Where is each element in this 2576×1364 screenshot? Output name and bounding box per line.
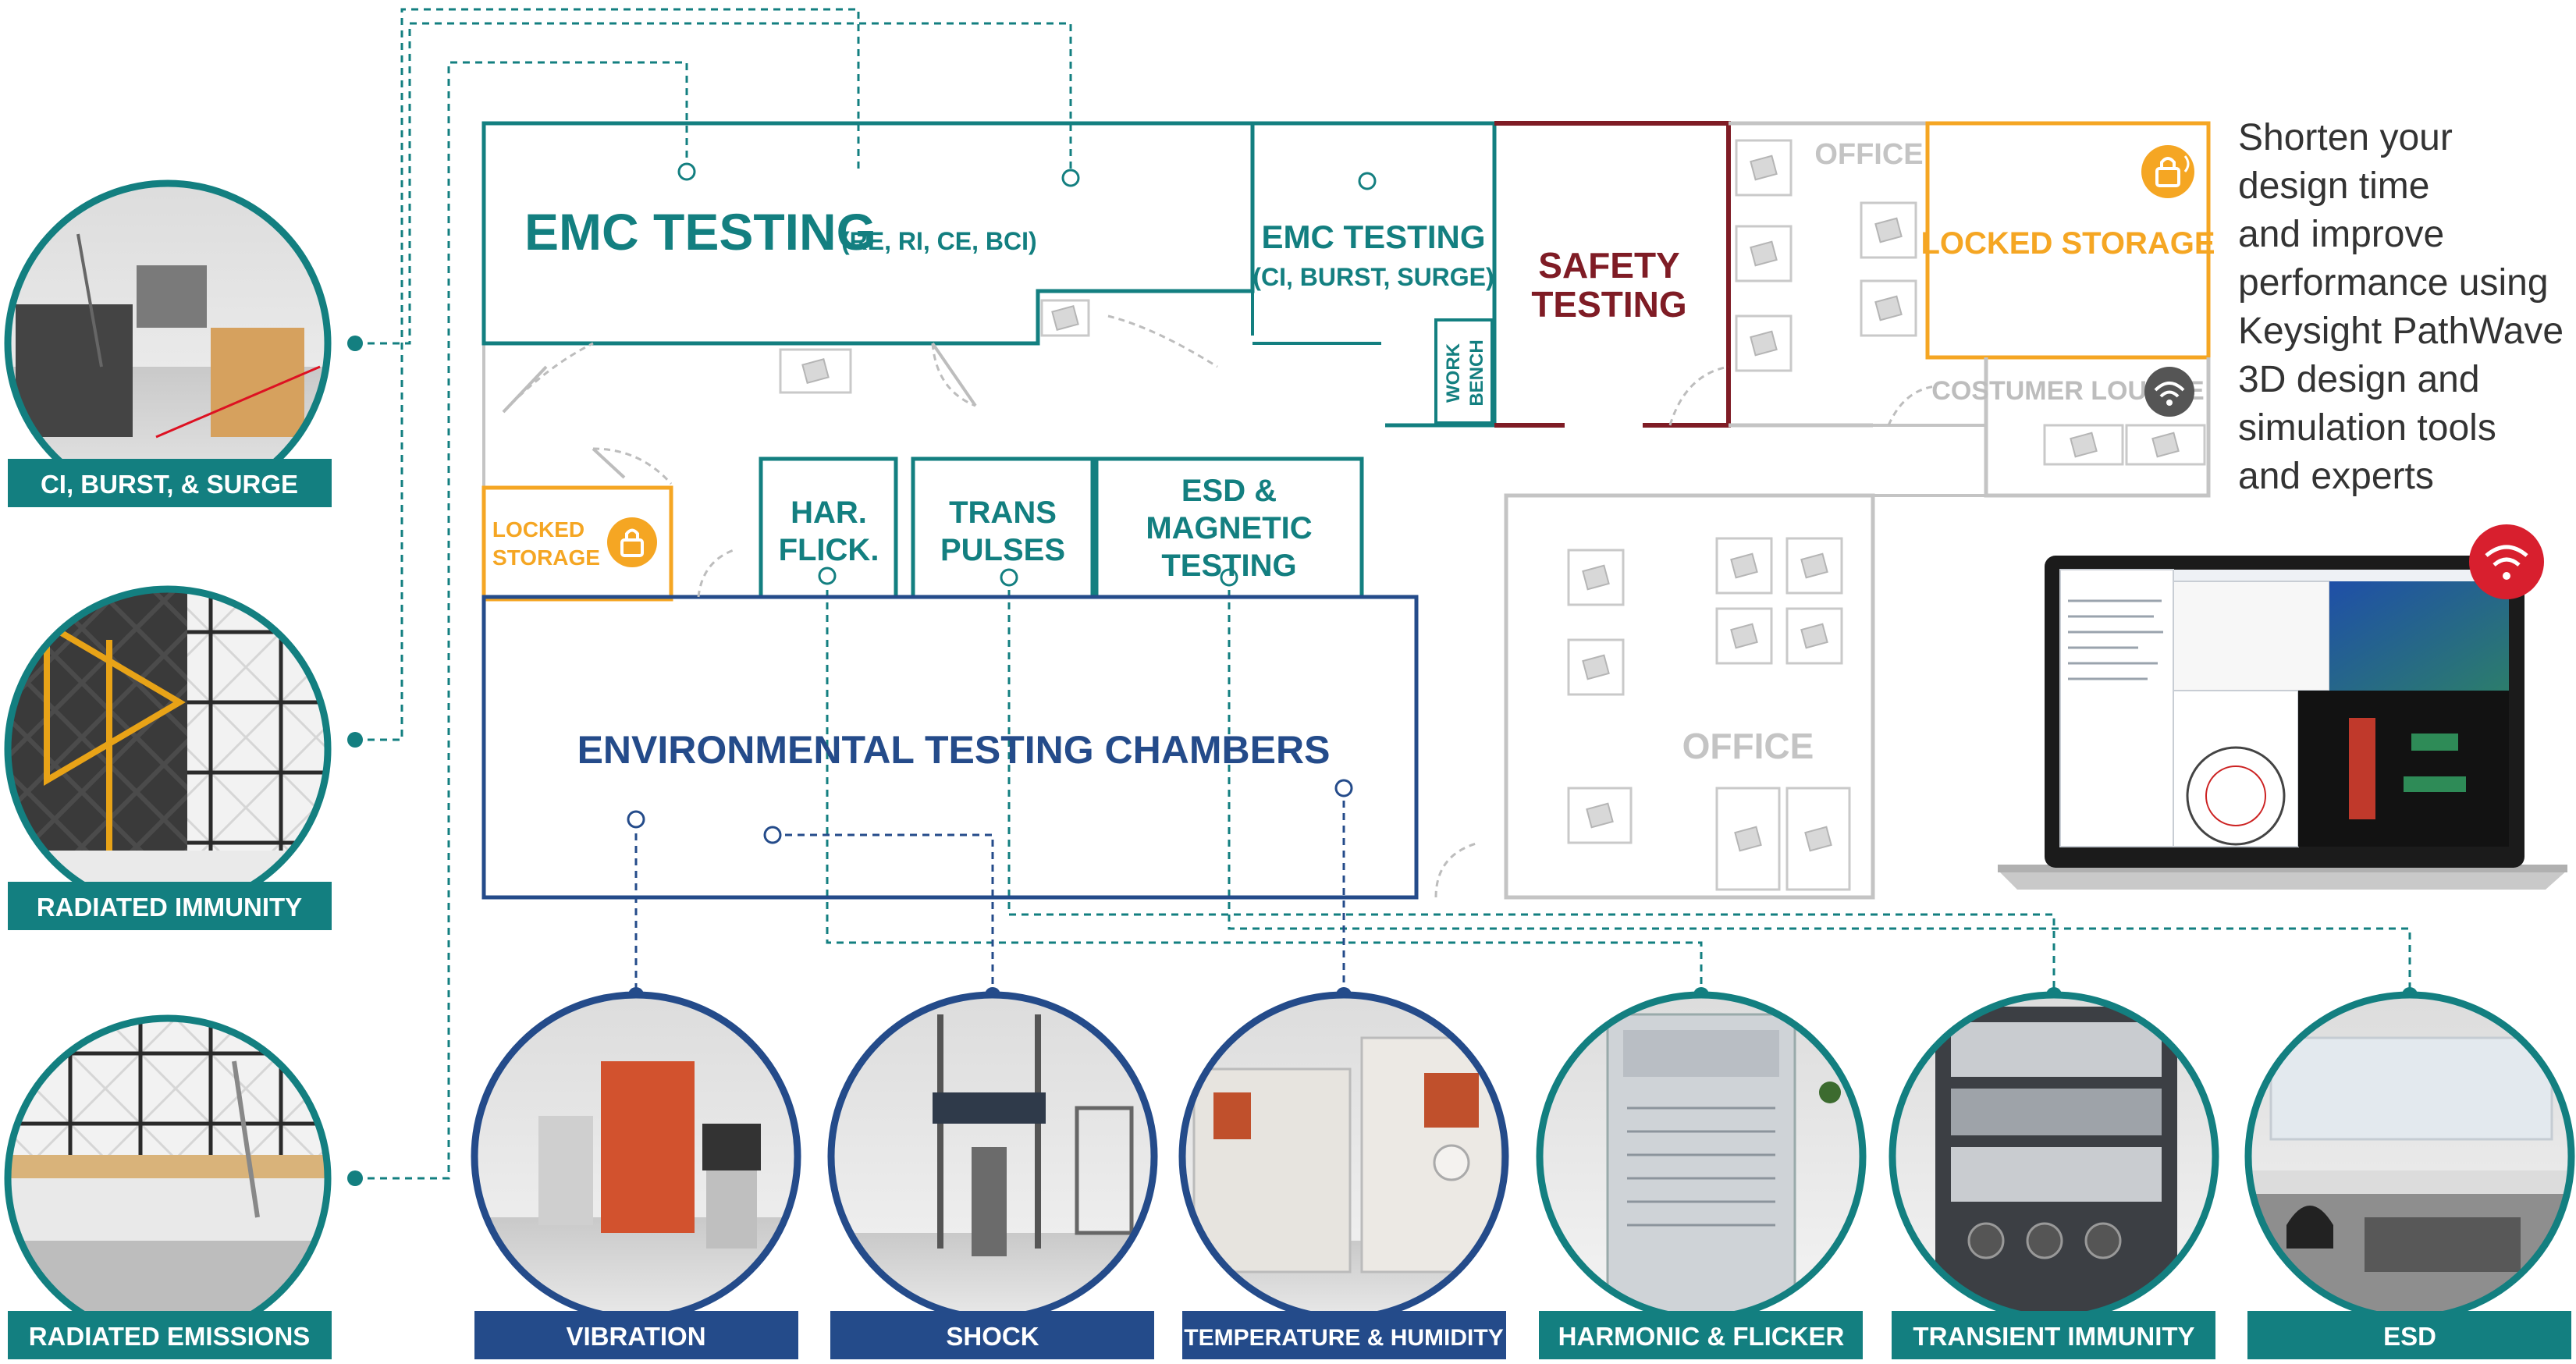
laptop-illustration: [1998, 524, 2567, 890]
esd-line3: TESTING: [1161, 549, 1296, 583]
chair: [1800, 552, 1828, 579]
emc-ci-title: EMC TESTING: [1261, 218, 1485, 255]
chair: [1582, 654, 1610, 680]
label-radiated-immunity: RADIATED IMMUNITY: [37, 893, 302, 922]
photo-shock: [827, 991, 1158, 1322]
locked-storage-left-line2: STORAGE: [492, 545, 600, 570]
locked-storage-left-line1: LOCKED: [492, 517, 584, 542]
chair: [2151, 432, 2180, 458]
furniture: [779, 139, 2206, 891]
chair: [2070, 432, 2098, 458]
trans-pulses-line2: PULSES: [940, 533, 1065, 567]
room-locked-storage-top: [1925, 121, 2211, 360]
label-esd: ESD: [2383, 1322, 2436, 1351]
safety-line2: TESTING: [1531, 284, 1686, 325]
esd-line2: MAGNETIC: [1146, 511, 1312, 545]
label-radiated-emissions: RADIATED EMISSIONS: [29, 1322, 311, 1351]
photo-radiated-immunity: [4, 585, 332, 913]
desk: [1040, 299, 1090, 337]
note-line: and improve: [2238, 214, 2445, 255]
esd-line1: ESD &: [1181, 474, 1277, 508]
photo-vibration: [471, 991, 801, 1322]
label-harmonic-flicker: HARMONIC & FLICKER: [1558, 1322, 1845, 1351]
label-shock: SHOCK: [946, 1322, 1039, 1351]
photo-labels: CI, BURST, & SURGE RADIATED IMMUNITY RAD…: [8, 459, 2571, 1359]
chair: [1730, 552, 1758, 579]
chair: [1730, 623, 1758, 649]
connector-radiated-emissions: [355, 61, 688, 1180]
desk: [2043, 424, 2124, 466]
emc-main-title: EMC TESTING: [524, 203, 876, 261]
chair: [1734, 826, 1762, 852]
lock-icon: [2141, 145, 2194, 198]
connector-ci-burst-surge: [355, 22, 1072, 345]
desk: [1735, 314, 1793, 372]
office-top-title: OFFICE: [1814, 138, 1923, 171]
chair: [1874, 217, 1903, 243]
label-temperature-humidity: TEMPERATURE & HUMIDITY: [1184, 1325, 1503, 1351]
room-work-bench: [1434, 318, 1494, 424]
note-line: Keysight PathWave: [2238, 311, 2564, 352]
chair: [1804, 826, 1832, 852]
room-esd-magnetic: [1094, 456, 1364, 597]
chair: [1051, 305, 1079, 331]
photo-harmonic-flicker: [1536, 991, 1867, 1322]
note-line: and experts: [2238, 456, 2434, 497]
chair: [1750, 240, 1778, 267]
floor-plan: [481, 121, 2211, 900]
room-office-top: [1729, 121, 1928, 428]
photo-esd: [2244, 991, 2575, 1322]
chair: [1800, 623, 1828, 649]
wifi-icon: [2144, 367, 2194, 417]
chair: [1874, 295, 1903, 321]
note-line: Shorten your: [2238, 117, 2453, 158]
work-bench-line1: WORK: [1443, 343, 1464, 403]
har-flick-line1: HAR.: [791, 496, 867, 530]
photo-transient-immunity: [1888, 991, 2219, 1322]
room-locked-storage-left: [481, 485, 673, 602]
connector-radiated-immunity: [355, 8, 860, 741]
room-safety-testing: [1494, 121, 1731, 428]
note-line: design time: [2238, 165, 2430, 207]
note-line: performance using: [2238, 262, 2549, 304]
room-office-bottom: [1504, 493, 1875, 900]
emc-ci-subtitle: (CI, BURST, SURGE): [1252, 263, 1494, 291]
connector-harmonic-flicker: [826, 577, 1703, 993]
har-flick-line2: FLICK.: [779, 533, 879, 567]
locked-storage-top-title: LOCKED STORAGE: [1920, 226, 2215, 261]
connector-shock: [773, 833, 994, 993]
chair: [1750, 330, 1778, 357]
connector-transient-immunity: [1007, 577, 2055, 993]
office-bottom-title: OFFICE: [1682, 726, 1814, 766]
emc-main-subtitle: (RE, RI, CE, BCI): [841, 227, 1037, 255]
safety-line1: SAFETY: [1538, 245, 1679, 286]
room-environmental: [481, 595, 1419, 900]
label-ci-burst-surge: CI, BURST, & SURGE: [41, 470, 298, 499]
connector-lines: [355, 8, 2411, 1180]
note-line: simulation tools: [2238, 407, 2496, 449]
room-labels: EMC TESTING (RE, RI, CE, BCI) EMC TESTIN…: [492, 138, 2215, 772]
room-emc-testing-ci: [1252, 121, 1497, 428]
chair: [1582, 564, 1610, 591]
room-har-flick: [759, 456, 898, 597]
note-line: 3D design and: [2238, 359, 2480, 400]
trans-pulses-line1: TRANS: [949, 496, 1057, 530]
photo-temperature-humidity: [1178, 991, 1509, 1322]
room-trans-pulses: [911, 456, 1095, 597]
label-transient-immunity: TRANSIENT IMMUNITY: [1913, 1322, 2194, 1351]
chair: [801, 358, 830, 384]
connector-esd: [1228, 577, 2411, 993]
work-bench-line2: BENCH: [1466, 339, 1487, 406]
lock-icon: [607, 517, 657, 567]
chair: [1586, 802, 1614, 829]
environmental-title: ENVIRONMENTAL TESTING CHAMBERS: [577, 728, 1331, 772]
chair: [1750, 155, 1778, 181]
photo-ci-burst-surge: [4, 179, 332, 507]
photo-radiated-emissions: [4, 1014, 332, 1342]
label-vibration: VIBRATION: [566, 1322, 705, 1351]
